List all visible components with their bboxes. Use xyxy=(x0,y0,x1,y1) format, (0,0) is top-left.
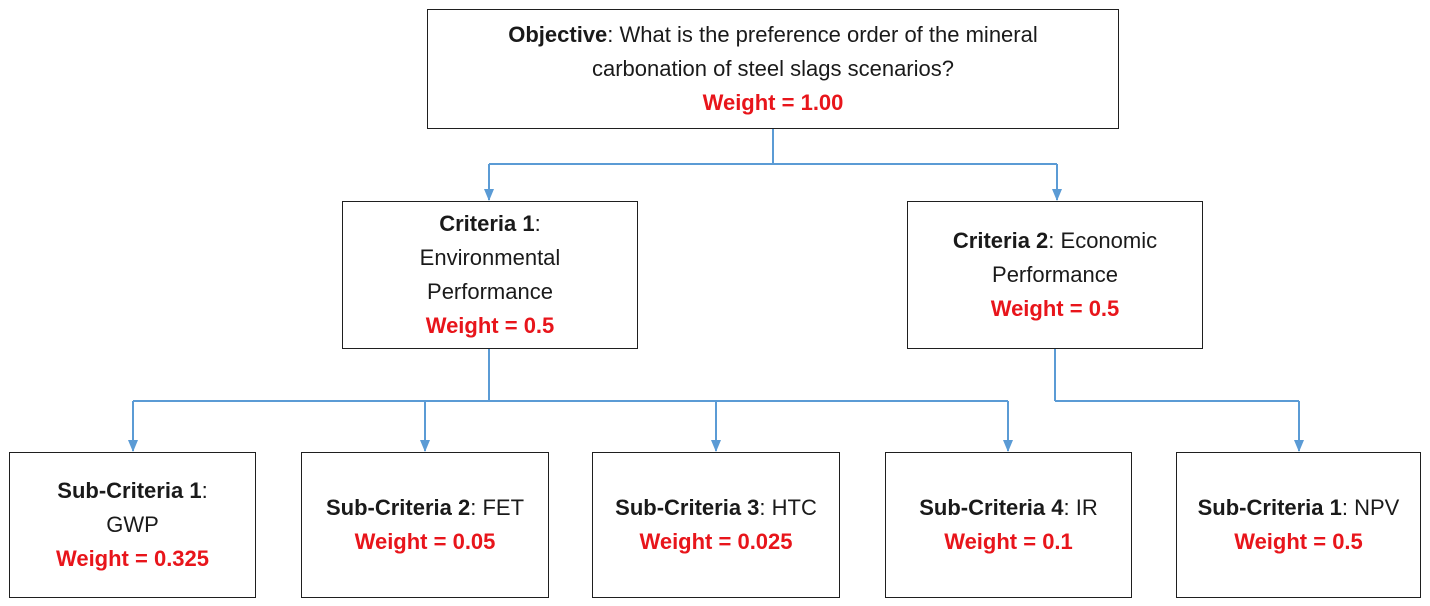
sub-criteria-1-label: Sub-Criteria 1 xyxy=(57,478,202,503)
sub-criteria-3-box: Sub-Criteria 3: HTC Weight = 0.025 xyxy=(592,452,840,598)
criteria-1-text-2: Performance xyxy=(427,279,553,304)
criteria-2-text-2: Performance xyxy=(992,262,1118,287)
sub-criteria-1-box: Sub-Criteria 1: GWP Weight = 0.325 xyxy=(9,452,256,598)
criteria-1-box: Criteria 1: Environmental Performance We… xyxy=(342,201,638,349)
sub-criteria-3-weight: Weight = 0.025 xyxy=(639,529,793,554)
sub-criteria-2-weight: Weight = 0.05 xyxy=(354,529,496,554)
sub-criteria-3-name: HTC xyxy=(771,495,817,520)
sub-criteria-1-heading: Sub-Criteria 1: xyxy=(57,478,208,503)
criteria-1-weight: Weight = 0.5 xyxy=(425,313,555,338)
sub-criteria-npv-weight: Weight = 0.5 xyxy=(1234,529,1363,554)
sub-criteria-2-heading: Sub-Criteria 2: FET xyxy=(325,495,525,520)
objective-label: Objective xyxy=(508,22,608,47)
criteria-1-text-1: Environmental xyxy=(419,245,561,270)
sub-criteria-2-name: FET xyxy=(482,495,525,520)
objective-text-2: carbonation of steel slags scenarios? xyxy=(592,56,954,81)
objective-text-1: What is the preference order of the mine… xyxy=(619,22,1038,47)
objective-line-1: Objective: What is the preference order … xyxy=(508,22,1038,47)
criteria-1-label: Criteria 1 xyxy=(439,211,535,236)
sub-criteria-npv-heading: Sub-Criteria 1: NPV xyxy=(1197,495,1400,520)
criteria-2-heading: Criteria 2: Economic xyxy=(952,228,1158,253)
criteria-2-weight: Weight = 0.5 xyxy=(990,296,1120,321)
sub-criteria-3-label: Sub-Criteria 3 xyxy=(615,495,760,520)
sub-criteria-2-box: Sub-Criteria 2: FET Weight = 0.05 xyxy=(301,452,549,598)
sub-criteria-4-weight: Weight = 0.1 xyxy=(944,529,1073,554)
criteria-1-heading: Criteria 1: xyxy=(439,211,541,236)
sub-criteria-4-box: Sub-Criteria 4: IR Weight = 0.1 xyxy=(885,452,1132,598)
sub-criteria-4-label: Sub-Criteria 4 xyxy=(919,495,1064,520)
sub-criteria-2-label: Sub-Criteria 2 xyxy=(325,495,471,520)
sub-criteria-3-heading: Sub-Criteria 3: HTC xyxy=(615,495,817,520)
objective-box: Objective: What is the preference order … xyxy=(427,9,1119,129)
sub-criteria-1-weight: Weight = 0.325 xyxy=(55,546,210,571)
sub-criteria-npv-box: Sub-Criteria 1: NPV Weight = 0.5 xyxy=(1176,452,1421,598)
sub-criteria-4-heading: Sub-Criteria 4: IR xyxy=(919,495,1098,520)
sub-criteria-npv-label: Sub-Criteria 1 xyxy=(1197,495,1342,520)
sub-criteria-npv-name: NPV xyxy=(1354,495,1400,520)
sub-criteria-4-name: IR xyxy=(1075,495,1098,520)
sub-criteria-1-name: GWP xyxy=(106,512,159,537)
criteria-2-text-1: Economic xyxy=(1060,228,1158,253)
criteria-2-box: Criteria 2: Economic Performance Weight … xyxy=(907,201,1203,349)
objective-weight: Weight = 1.00 xyxy=(702,90,844,115)
criteria-2-label: Criteria 2 xyxy=(952,228,1049,253)
